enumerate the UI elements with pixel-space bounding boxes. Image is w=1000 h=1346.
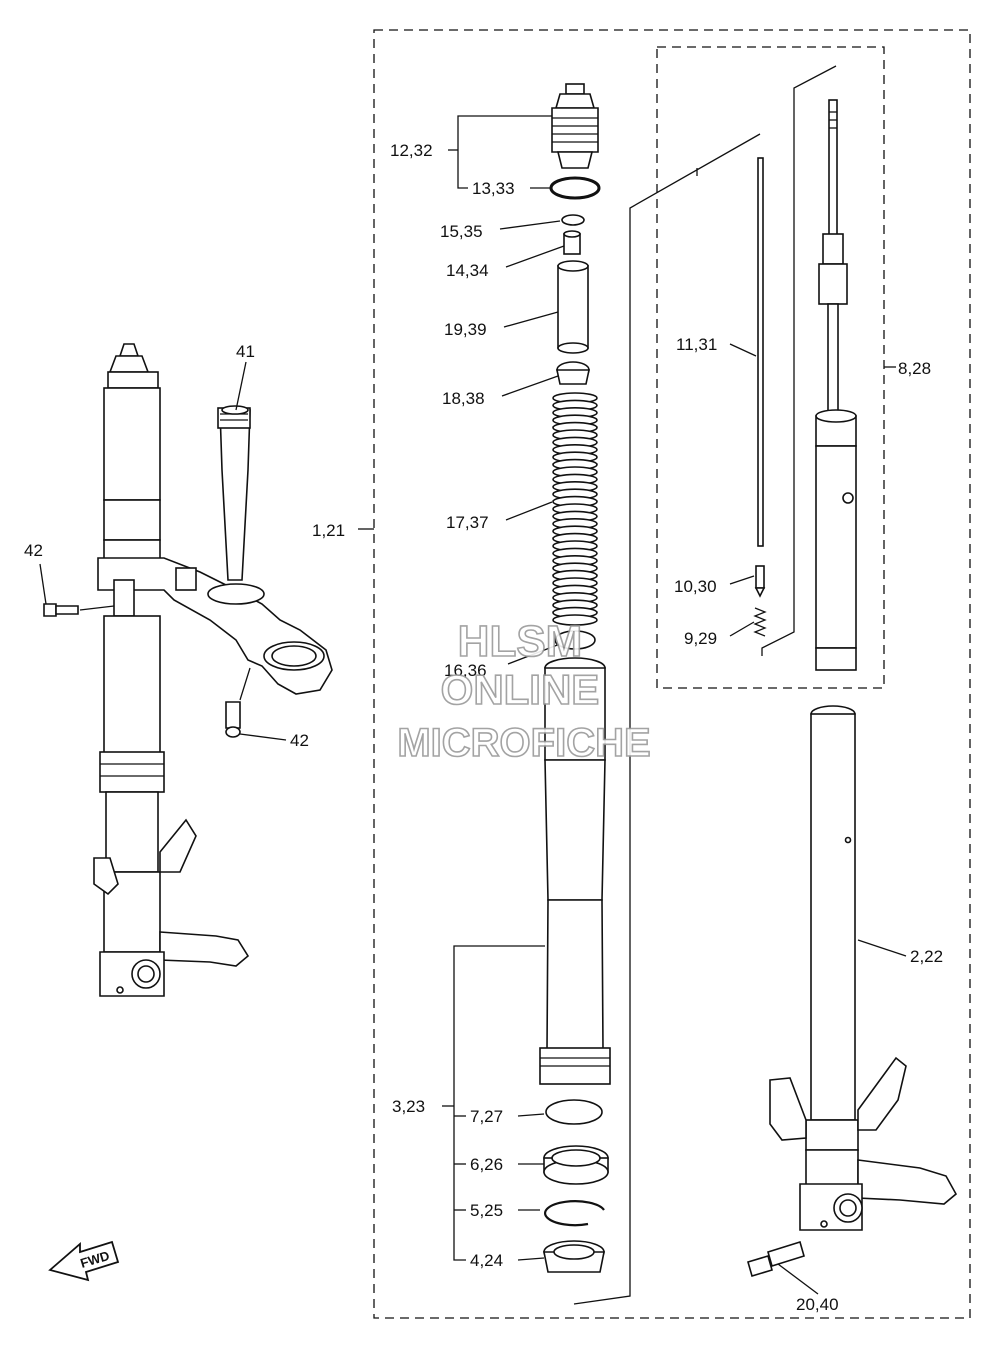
callout-42-bottom: 42 [290, 731, 309, 750]
callout-4-24: 4,24 [470, 1251, 503, 1270]
callout-15-35: 15,35 [440, 222, 483, 241]
adjuster-needle-10 [754, 565, 766, 598]
callout-10-30: 10,30 [674, 577, 717, 596]
fork-cap-bolt [551, 83, 599, 169]
spring-coil [552, 614, 598, 626]
nut-14 [563, 230, 581, 255]
oil-lock-piece-16 [554, 630, 596, 650]
callout-14-34: 14,34 [446, 261, 489, 280]
callout-11-31: 11,31 [676, 335, 717, 354]
callout-18-38: 18,38 [442, 389, 485, 408]
spacer-19 [557, 260, 589, 354]
slide-metal-4 [543, 1240, 605, 1273]
callout-41: 41 [236, 342, 255, 361]
callout-8-28: 8,28 [898, 359, 931, 378]
callout-1-21: 1,21 [312, 521, 345, 540]
damper-assembly-8 [815, 99, 857, 671]
callout-9-29: 9,29 [684, 629, 717, 648]
callout-5-25: 5,25 [470, 1201, 503, 1220]
callout-13-33: 13,33 [472, 179, 515, 198]
dust-seal-7 [545, 1099, 603, 1125]
circlip-5 [544, 1200, 605, 1227]
callout-42-left: 42 [24, 541, 43, 560]
o-ring-13 [549, 176, 601, 200]
callout-12-32: 12,32 [390, 141, 433, 160]
watermark: HLSM ONLINE MICROFICHE [397, 616, 652, 766]
callout-3-23: 3,23 [392, 1097, 425, 1116]
callout-labels: 12,32 13,33 15,35 14,34 19,39 18,38 17,3… [24, 141, 943, 1314]
washer-15 [561, 214, 585, 226]
callout-16-36: 16,36 [444, 661, 487, 680]
assembly-1-21-boundary [373, 29, 971, 1319]
watermark-line1: HLSM [458, 617, 583, 666]
watermark-line3: MICROFICHE [397, 721, 650, 765]
spring-seat-18 [556, 361, 590, 385]
watermark-line2: ONLINE [441, 666, 600, 713]
fwd-arrow-icon: FWD [48, 1240, 120, 1282]
damper-rod-11 [757, 157, 764, 547]
assembled-fork-left [43, 343, 333, 997]
inner-tube-2 [769, 705, 958, 1231]
callout-6-26: 6,26 [470, 1155, 503, 1174]
spring-9 [753, 607, 767, 637]
callout-20-40: 20,40 [796, 1295, 839, 1314]
bolt-20 [747, 1240, 805, 1277]
outer-tube-3 [539, 657, 611, 1085]
oil-seal-6 [543, 1145, 609, 1185]
callout-7-27: 7,27 [470, 1107, 503, 1126]
callout-17-37: 17,37 [446, 513, 489, 532]
callout-2-22: 2,22 [910, 947, 943, 966]
leader-lines [39, 65, 907, 1305]
fork-spring-17 [552, 392, 598, 626]
callout-19-39: 19,39 [444, 320, 487, 339]
